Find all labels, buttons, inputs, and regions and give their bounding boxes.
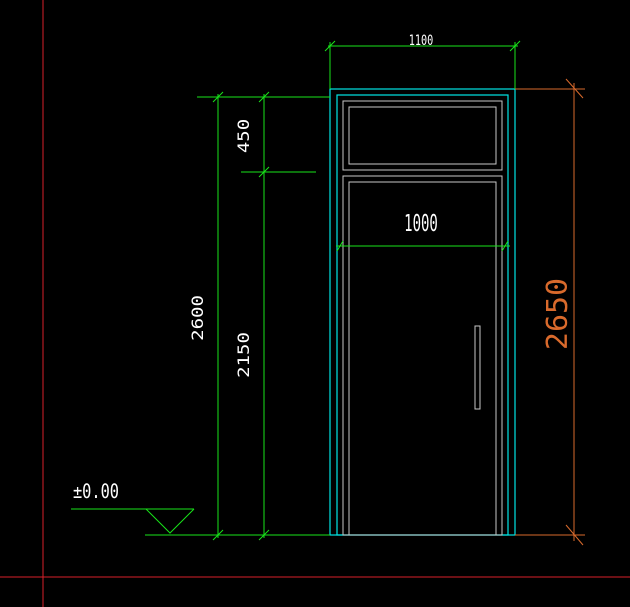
upper-height-label: 450	[235, 119, 253, 153]
lower-height-label: 2150	[235, 332, 253, 378]
transom-inner	[348, 106, 497, 165]
door-leaf-inner	[348, 181, 497, 536]
total-height-right-label: 2650	[541, 278, 574, 350]
inner-dim-tick-bottom	[258, 529, 270, 541]
left-dim-tick-bottom	[212, 529, 224, 541]
top-dim-tick-right	[509, 40, 521, 52]
top-dim-tick-left	[324, 40, 336, 52]
outer-frame	[329, 88, 516, 536]
orange-dimension	[515, 78, 585, 546]
level-mark-triangle	[145, 508, 195, 534]
right-dim-tick-top	[565, 78, 584, 99]
left-dim-tick-top	[212, 91, 224, 103]
inner-dim-tick-mid	[258, 166, 270, 178]
green-dimensions	[71, 40, 521, 541]
top-width-label: 1100	[409, 32, 434, 48]
inner-dim-tick-right	[501, 240, 509, 252]
inner-dim-tick-left	[336, 240, 344, 252]
total-height-left-label: 2600	[189, 295, 207, 341]
door-frame	[329, 88, 516, 536]
right-dim-tick-bottom	[565, 524, 584, 546]
inner-dim-tick-top	[258, 91, 270, 103]
transom-outer	[342, 100, 503, 171]
door-handle	[474, 325, 481, 410]
inner-width-label: 1000	[404, 210, 438, 237]
inner-frame	[336, 94, 509, 536]
level-mark-label: ±0.00	[73, 481, 119, 503]
door-panels	[342, 100, 503, 536]
